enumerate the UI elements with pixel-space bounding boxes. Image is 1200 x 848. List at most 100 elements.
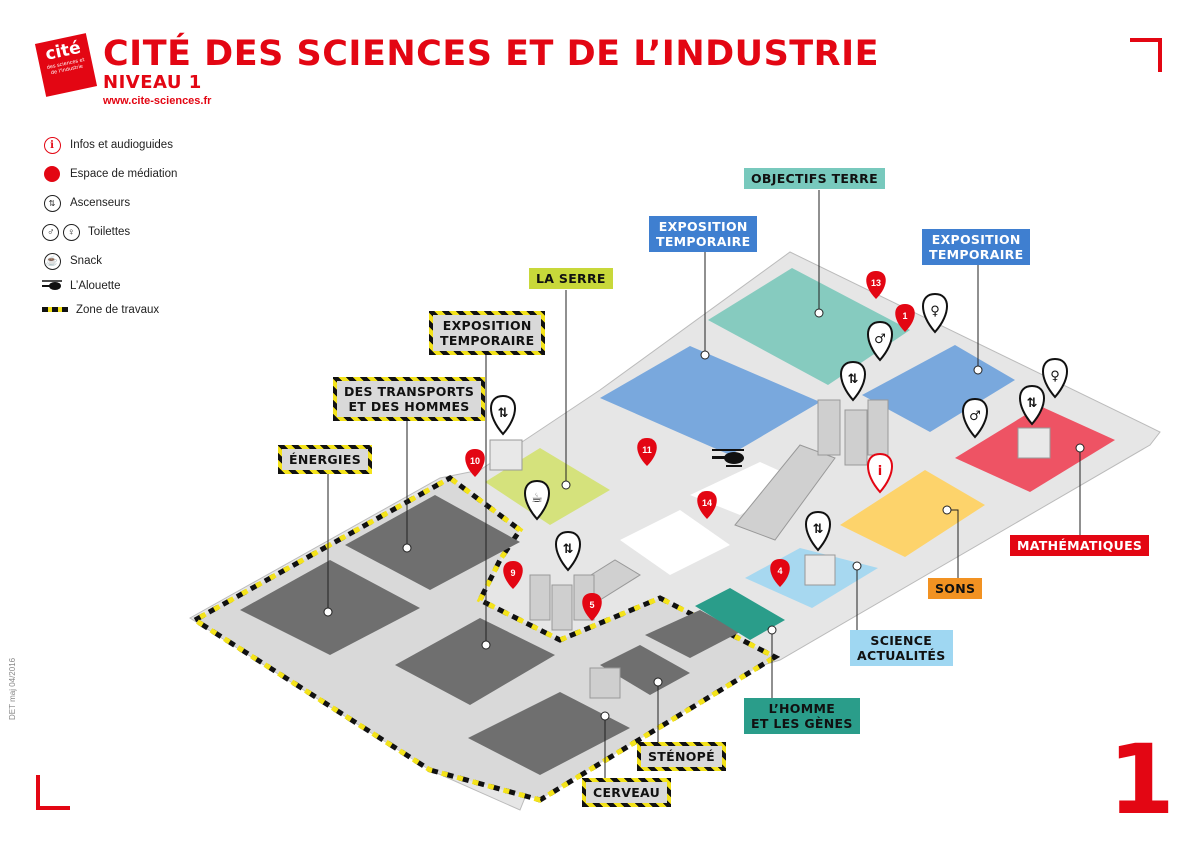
legend-item-helicopter: L’Alouette bbox=[40, 276, 121, 296]
svg-text:♀: ♀ bbox=[930, 304, 940, 319]
atrium-opening-2 bbox=[690, 462, 800, 515]
revision-note: DET maj 04/2016 bbox=[8, 657, 17, 720]
toilets-women-icon[interactable]: ♀ bbox=[1042, 357, 1068, 399]
info-icon: i bbox=[40, 136, 64, 154]
elevator-icon[interactable]: ⇅ bbox=[490, 394, 516, 436]
toilets-men-icon[interactable]: ♂ bbox=[867, 320, 893, 362]
toilets-women-icon[interactable]: ♀ bbox=[922, 292, 948, 334]
snack-icon[interactable]: ☕ bbox=[524, 479, 550, 521]
label-science-actualites[interactable]: SCIENCE ACTUALITÉS bbox=[850, 630, 953, 666]
svg-text:⇅: ⇅ bbox=[848, 372, 859, 387]
label-la-serre[interactable]: LA SERRE bbox=[529, 268, 613, 289]
mediation-point-marker[interactable]: 4 bbox=[770, 559, 790, 587]
mediation-point-marker[interactable]: 1 bbox=[895, 304, 915, 332]
level-number: 1 bbox=[1108, 724, 1175, 836]
elevator-icon[interactable]: ⇅ bbox=[1019, 384, 1045, 426]
elevator-box-science bbox=[804, 554, 836, 586]
mediation-point-marker[interactable]: 5 bbox=[582, 593, 602, 621]
svg-text:⇅: ⇅ bbox=[563, 542, 574, 557]
elevator-icon[interactable]: ⇅ bbox=[555, 530, 581, 572]
elevator-tower-right bbox=[817, 399, 889, 466]
label-transports[interactable]: DES TRANSPORTS ET DES HOMMES bbox=[333, 377, 486, 421]
label-stenope[interactable]: STÉNOPÉ bbox=[637, 742, 726, 771]
transports-block bbox=[345, 495, 520, 590]
info-icon[interactable]: i bbox=[867, 452, 893, 494]
elevator-box-left bbox=[489, 439, 523, 471]
svg-text:♀: ♀ bbox=[1050, 369, 1060, 384]
mediation-point-number: 1 bbox=[902, 311, 907, 321]
helicopter-icon bbox=[40, 278, 64, 295]
mediation-point-number: 13 bbox=[871, 278, 881, 288]
label-expo-temp-right[interactable]: EXPOSITION TEMPORAIRE bbox=[922, 229, 1031, 265]
mediation-point-number: 10 bbox=[470, 456, 480, 466]
toilets-men-icon[interactable]: ♂ bbox=[962, 397, 988, 439]
elevator-box-math bbox=[1017, 427, 1051, 459]
cite-logo: cité des sciences et de l'industrie bbox=[34, 33, 98, 97]
elevator-icon: ⇅ bbox=[40, 194, 64, 212]
work-zone-stripe-icon bbox=[40, 304, 70, 316]
legend-item-toilets: ♂ ♀ Toilettes bbox=[40, 222, 130, 242]
cerveau-block bbox=[468, 692, 630, 775]
mediation-point-marker[interactable]: 10 bbox=[465, 449, 485, 477]
objectifs-terre-zone bbox=[708, 268, 910, 385]
legend-item-snack: ☕ Snack bbox=[40, 251, 102, 271]
leader-lines bbox=[323, 190, 1085, 780]
legend-label: Zone de travaux bbox=[76, 304, 160, 316]
legend-item-work-zone: Zone de travaux bbox=[40, 300, 159, 320]
mediation-point-number: 5 bbox=[589, 600, 594, 610]
legend-label: Ascenseurs bbox=[70, 197, 131, 209]
mediation-point-marker[interactable]: 13 bbox=[866, 271, 886, 299]
label-expo-temp-center[interactable]: EXPOSITION TEMPORAIRE bbox=[649, 216, 758, 252]
legend-label: Toilettes bbox=[88, 226, 131, 238]
escalator bbox=[734, 444, 836, 541]
legend-label: Snack bbox=[70, 255, 102, 267]
svg-text:♂: ♂ bbox=[874, 332, 886, 347]
svg-text:i: i bbox=[878, 464, 882, 479]
mediation-point-marker[interactable]: 9 bbox=[503, 561, 523, 589]
legend-item-info: i Infos et audioguides bbox=[40, 135, 173, 155]
label-homme-genes[interactable]: L’HOMME ET LES GÈNES bbox=[744, 698, 860, 734]
label-energies[interactable]: ÉNERGIES bbox=[278, 445, 373, 474]
legend-label: Infos et audioguides bbox=[70, 139, 173, 151]
level-subtitle: NIVEAU 1 bbox=[103, 72, 202, 93]
page-title: CITÉ DES SCIENCES ET DE L’INDUSTRIE bbox=[103, 34, 880, 74]
atrium-opening bbox=[620, 510, 730, 575]
legend-label: L’Alouette bbox=[70, 280, 121, 292]
sons-zone bbox=[840, 470, 985, 557]
mediation-point-marker[interactable]: 14 bbox=[697, 491, 717, 519]
snack-icon: ☕ bbox=[40, 252, 64, 270]
label-expo-temp-work[interactable]: EXPOSITION TEMPORAIRE bbox=[429, 311, 546, 355]
label-mathematiques[interactable]: MATHÉMATIQUES bbox=[1010, 535, 1150, 556]
legend-label: Espace de médiation bbox=[70, 168, 178, 180]
elevator-icon[interactable]: ⇅ bbox=[805, 510, 831, 552]
svg-text:☕: ☕ bbox=[531, 491, 543, 506]
expo-temp-center-zone bbox=[600, 346, 820, 455]
expo-temp-work-block bbox=[395, 618, 555, 705]
homme-genes-zone bbox=[695, 588, 785, 640]
label-objectifs-terre[interactable]: OBJECTIFS TERRE bbox=[744, 168, 885, 189]
svg-text:♂: ♂ bbox=[969, 409, 981, 424]
mediation-dot-icon bbox=[40, 166, 64, 182]
label-sons[interactable]: SONS bbox=[928, 578, 983, 599]
mediation-point-number: 14 bbox=[702, 498, 712, 508]
small-gray-block bbox=[645, 610, 740, 658]
website-link[interactable]: www.cite-sciences.fr bbox=[103, 95, 212, 107]
mediation-point-number: 11 bbox=[642, 445, 652, 455]
helicopter-icon bbox=[712, 449, 744, 467]
svg-text:⇅: ⇅ bbox=[1027, 396, 1038, 411]
toilets-icon: ♂ ♀ bbox=[40, 223, 82, 241]
mediation-point-number: 4 bbox=[777, 566, 782, 576]
energies-block bbox=[240, 560, 420, 655]
mediation-point-number: 9 bbox=[510, 568, 515, 578]
stenope-block bbox=[600, 645, 690, 695]
elevator-icon[interactable]: ⇅ bbox=[840, 360, 866, 402]
mediation-point-marker[interactable]: 11 bbox=[637, 438, 657, 466]
legend-item-elevator: ⇅ Ascenseurs bbox=[40, 193, 130, 213]
legend-item-mediation: Espace de médiation bbox=[40, 164, 177, 184]
svg-text:⇅: ⇅ bbox=[498, 406, 509, 421]
label-cerveau[interactable]: CERVEAU bbox=[582, 778, 672, 807]
